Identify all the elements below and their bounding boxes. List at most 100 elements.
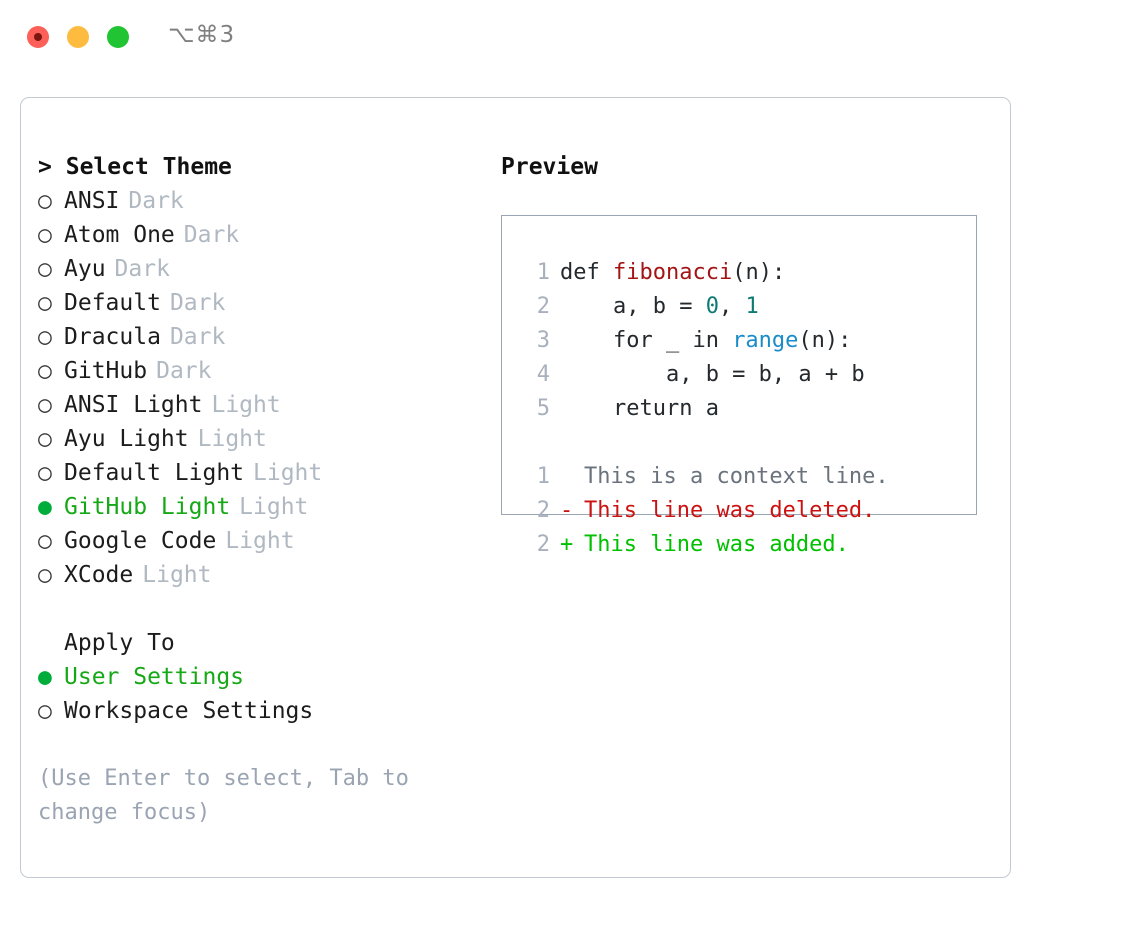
code-line: 5 return a <box>522 392 976 426</box>
code-token-plain: def <box>560 260 613 285</box>
code-line: 3 for _ in range(n): <box>522 324 976 358</box>
apply-to-option-workspace-settings[interactable]: ○ Workspace Settings <box>38 694 488 728</box>
theme-option-label: Dracula <box>64 324 161 350</box>
code-line-number: 4 <box>536 362 550 387</box>
code-token-plain: return a <box>560 396 719 421</box>
select-theme-heading-label: Select Theme <box>65 154 232 180</box>
apply-to-option-label: Workspace Settings <box>64 698 314 724</box>
theme-option-atom-one[interactable]: ○ Atom One Dark <box>38 218 488 252</box>
theme-option-variant-tag: Dark <box>156 358 212 384</box>
theme-option-label: Default Light <box>64 460 245 486</box>
radio-unselected-icon[interactable]: ○ <box>38 392 52 418</box>
preview-heading: Preview <box>501 154 598 180</box>
theme-option-label: Default <box>64 290 161 316</box>
radio-unselected-icon[interactable]: ○ <box>38 222 52 248</box>
radio-unselected-icon[interactable]: ○ <box>38 460 52 486</box>
diff-line-number: 1 <box>536 464 550 489</box>
minimize-button[interactable] <box>67 26 89 48</box>
code-token-plain: (n): <box>798 328 852 353</box>
radio-unselected-icon[interactable]: ○ <box>38 324 52 350</box>
theme-option-variant-tag: Dark <box>169 324 226 350</box>
apply-to-option-list: ● User Settings ○ Workspace Settings <box>38 660 488 728</box>
code-token-num: 0 <box>705 294 719 319</box>
radio-unselected-icon[interactable]: ○ <box>38 426 52 452</box>
code-token-plain: a, b = b, a + b <box>560 362 865 387</box>
radio-unselected-icon[interactable]: ○ <box>38 256 52 282</box>
code-line-number: 5 <box>536 396 550 421</box>
prompt-caret-icon: > <box>38 154 52 180</box>
close-button[interactable] <box>27 26 49 48</box>
radio-unselected-icon[interactable]: ○ <box>38 562 52 588</box>
theme-option-variant-tag: Light <box>253 460 323 486</box>
theme-option-variant-tag: Dark <box>183 222 240 248</box>
radio-unselected-icon[interactable]: ○ <box>38 698 52 724</box>
theme-option-label: GitHub <box>64 358 148 384</box>
code-line-number: 1 <box>536 260 550 285</box>
apply-to-heading: Apply To <box>64 630 175 656</box>
theme-option-ansi-light[interactable]: ○ ANSI Light Light <box>38 388 488 422</box>
theme-option-dracula[interactable]: ○ Dracula Dark <box>38 320 488 354</box>
theme-option-variant-tag: Light <box>225 528 295 554</box>
theme-option-label: GitHub Light <box>64 494 231 520</box>
theme-option-label: Atom One <box>64 222 175 248</box>
radio-selected-icon[interactable]: ● <box>38 494 52 520</box>
diff-line-number: 2 <box>536 532 550 557</box>
radio-unselected-icon[interactable]: ○ <box>38 358 52 384</box>
theme-option-github[interactable]: ○ GitHub Dark <box>38 354 488 388</box>
code-line: 4 a, b = b, a + b <box>522 358 976 392</box>
theme-option-label: Ayu <box>64 256 106 282</box>
radio-unselected-icon[interactable]: ○ <box>38 188 52 214</box>
code-token-plain: (n): <box>732 260 786 285</box>
list-spacer <box>38 592 488 626</box>
code-line-number: 2 <box>536 294 550 319</box>
theme-option-label: ANSI Light <box>64 392 203 418</box>
diff-line-number: 2 <box>536 498 550 523</box>
window-controls <box>27 26 129 48</box>
keyboard-shortcut-label: ⌥⌘3 <box>168 22 236 48</box>
theme-option-variant-tag: Light <box>211 392 281 418</box>
theme-option-default-light[interactable]: ○ Default Light Light <box>38 456 488 490</box>
theme-option-github-light[interactable]: ● GitHub Light Light <box>38 490 488 524</box>
diff-line-deleted: 2-This line was deleted. <box>522 494 976 528</box>
radio-unselected-icon[interactable]: ○ <box>38 290 52 316</box>
code-token-plain: , <box>718 294 746 319</box>
diff-line-context: 1 This is a context line. <box>522 460 976 494</box>
theme-option-variant-tag: Light <box>197 426 267 452</box>
code-diff-separator <box>522 426 976 460</box>
radio-selected-icon[interactable]: ● <box>38 664 52 690</box>
theme-option-ayu-light[interactable]: ○ Ayu Light Light <box>38 422 488 456</box>
theme-option-label: Google Code <box>64 528 217 554</box>
diff-line-text: This line was added. <box>584 532 849 557</box>
diff-marker: + <box>560 532 574 557</box>
diff-line-added: 2 + This line was added. <box>522 528 976 562</box>
theme-option-label: Ayu Light <box>64 426 189 452</box>
code-token-kw: range <box>732 328 799 353</box>
title-bar: ⌥⌘3 <box>0 0 1140 76</box>
code-token-plain: a, b = <box>560 294 706 319</box>
theme-option-variant-tag: Light <box>239 494 309 520</box>
select-theme-heading: > Select Theme <box>38 150 488 184</box>
theme-option-google-code[interactable]: ○ Google Code Light <box>38 524 488 558</box>
maximize-button[interactable] <box>107 26 129 48</box>
diff-line-text: This line was deleted. <box>584 498 876 523</box>
diff-line-text: This is a context line. <box>584 464 889 489</box>
theme-option-label: XCode <box>64 562 134 588</box>
apply-to-option-user-settings[interactable]: ● User Settings <box>38 660 488 694</box>
diff-sample: 1 This is a context line.2-This line was… <box>522 460 976 562</box>
apply-to-option-label: User Settings <box>64 664 245 690</box>
radio-unselected-icon[interactable]: ○ <box>38 528 52 554</box>
code-line-number: 3 <box>536 328 550 353</box>
theme-option-label: ANSI <box>64 188 120 214</box>
